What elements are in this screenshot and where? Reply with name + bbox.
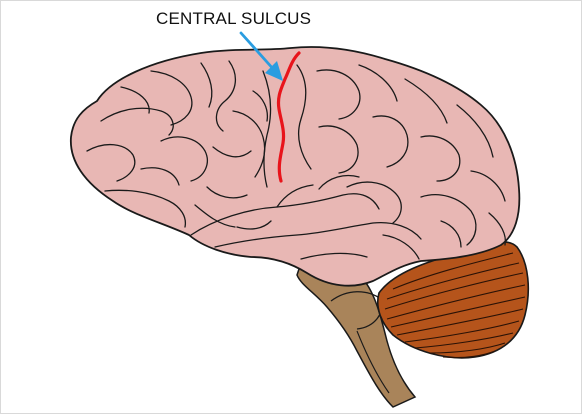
gyri-lines	[86, 60, 507, 260]
pointer-arrow	[239, 31, 283, 81]
cerebellum-folia	[384, 252, 526, 359]
central-sulcus-highlight	[276, 51, 301, 183]
medulla-line	[356, 330, 390, 394]
central-sulcus-label: CENTRAL SULCUS	[156, 9, 312, 28]
cerebrum	[70, 46, 521, 287]
